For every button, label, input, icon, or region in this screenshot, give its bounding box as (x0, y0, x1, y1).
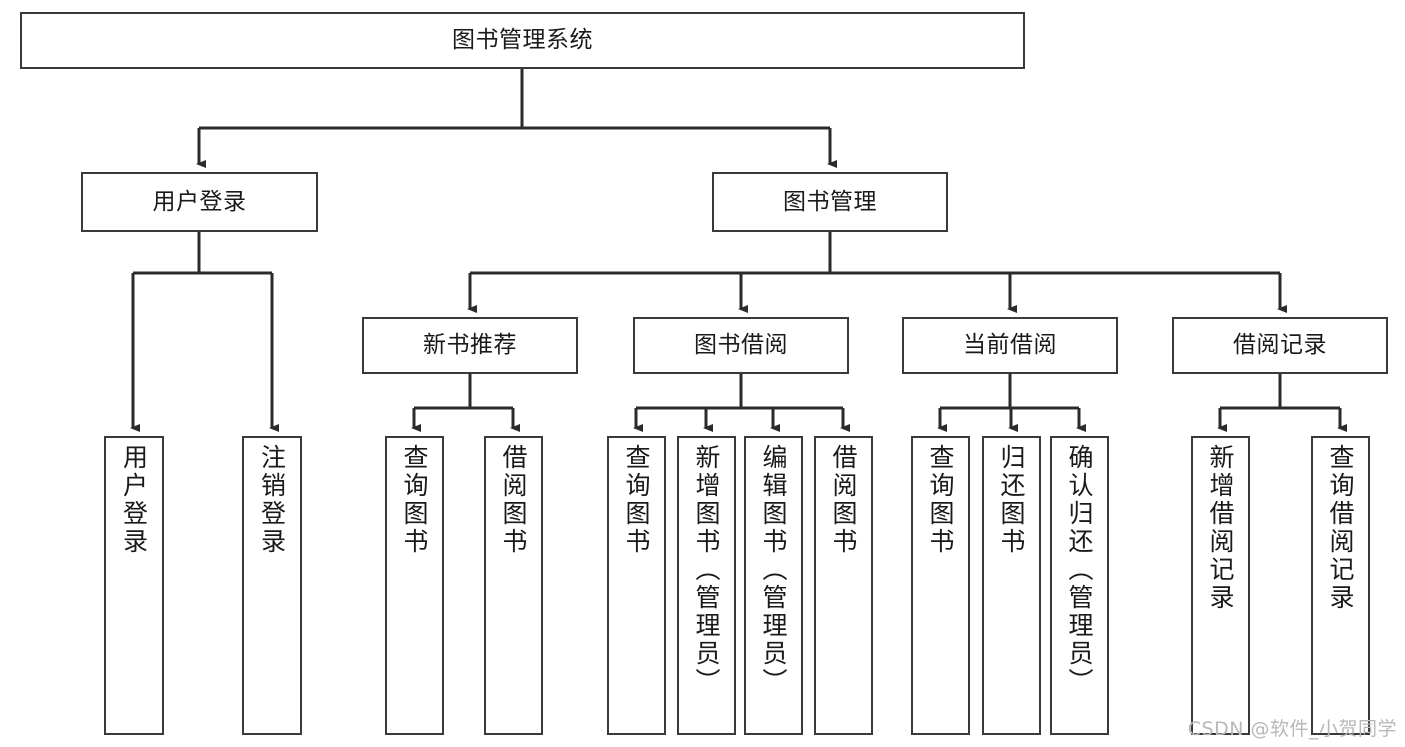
node-leaf-query-book-current[interactable]: 查询图书 (911, 436, 970, 735)
node-new-book-recommend-label: 新书推荐 (423, 332, 517, 359)
node-book-borrow-label: 图书借阅 (694, 332, 788, 359)
node-leaf-query-borrow-record[interactable]: 查询借阅记录 (1311, 436, 1370, 735)
node-leaf-query-borrow-record-label: 查询借阅记录 (1326, 444, 1355, 612)
node-leaf-query-book-borrow-label: 查询图书 (622, 444, 651, 556)
node-current-borrow[interactable]: 当前借阅 (902, 317, 1118, 374)
node-leaf-user-login-label: 用户登录 (119, 444, 149, 556)
node-leaf-confirm-return-admin-label: 确认归还（管理员） (1065, 444, 1094, 696)
node-leaf-confirm-return-admin[interactable]: 确认归还（管理员） (1050, 436, 1109, 735)
node-new-book-recommend[interactable]: 新书推荐 (362, 317, 578, 374)
node-leaf-query-book-current-label: 查询图书 (926, 444, 955, 556)
node-root-label: 图书管理系统 (452, 27, 593, 54)
node-book-borrow[interactable]: 图书借阅 (633, 317, 849, 374)
node-leaf-borrow-book-recommend[interactable]: 借阅图书 (484, 436, 543, 735)
node-book-management-label: 图书管理 (783, 188, 877, 215)
node-leaf-query-book-recommend[interactable]: 查询图书 (385, 436, 444, 735)
node-leaf-edit-book-admin[interactable]: 编辑图书（管理员） (744, 436, 803, 735)
node-leaf-borrow-book-label: 借阅图书 (829, 444, 858, 556)
node-book-management[interactable]: 图书管理 (712, 172, 948, 232)
node-leaf-return-book-label: 归还图书 (997, 444, 1026, 556)
node-leaf-add-book-admin-label: 新增图书（管理员） (692, 444, 721, 696)
node-leaf-add-borrow-record[interactable]: 新增借阅记录 (1191, 436, 1250, 735)
node-borrow-record[interactable]: 借阅记录 (1172, 317, 1388, 374)
node-leaf-user-logout[interactable]: 注销登录 (242, 436, 302, 735)
node-leaf-borrow-book[interactable]: 借阅图书 (814, 436, 873, 735)
csdn-watermark: CSDN @软件_小贺同学 (1187, 718, 1397, 740)
node-current-borrow-label: 当前借阅 (963, 332, 1057, 359)
node-leaf-query-book-borrow[interactable]: 查询图书 (607, 436, 666, 735)
node-leaf-add-book-admin[interactable]: 新增图书（管理员） (677, 436, 736, 735)
node-leaf-return-book[interactable]: 归还图书 (982, 436, 1041, 735)
node-leaf-query-book-recommend-label: 查询图书 (400, 444, 429, 556)
node-user-login-label: 用户登录 (152, 188, 247, 215)
node-root[interactable]: 图书管理系统 (20, 12, 1025, 69)
node-user-login[interactable]: 用户登录 (81, 172, 318, 232)
node-leaf-add-borrow-record-label: 新增借阅记录 (1206, 444, 1235, 612)
node-leaf-edit-book-admin-label: 编辑图书（管理员） (759, 444, 788, 696)
node-borrow-record-label: 借阅记录 (1233, 332, 1327, 359)
node-leaf-borrow-book-recommend-label: 借阅图书 (499, 444, 528, 556)
node-leaf-user-logout-label: 注销登录 (257, 444, 287, 556)
node-leaf-user-login[interactable]: 用户登录 (104, 436, 164, 735)
